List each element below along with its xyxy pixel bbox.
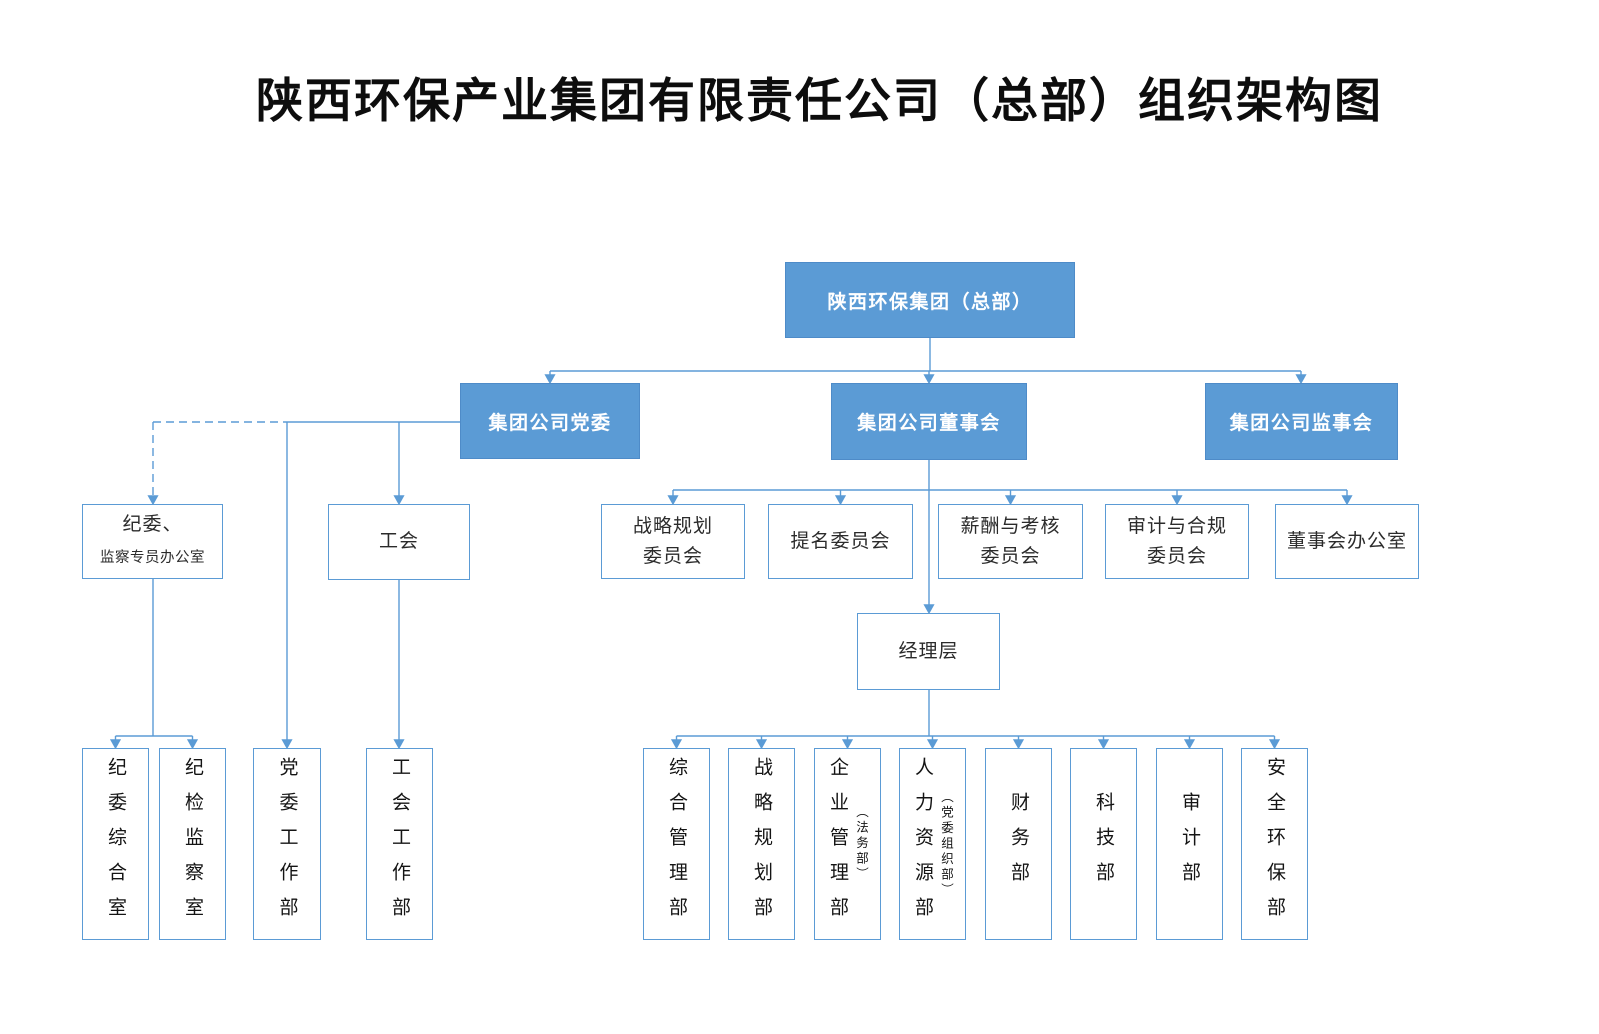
connector-party-branch [147, 421, 460, 750]
org-box-board-office: 董事会办公室 [1275, 504, 1419, 579]
committee-label-line2: 委员会 [1146, 545, 1207, 567]
dept-label: 战略规划部 [751, 756, 772, 932]
committee-label-line1: 提名委员会 [790, 530, 891, 552]
org-box-labor-union: 工会 [328, 504, 470, 580]
discipline-label-line2: 监察专员办公室 [100, 549, 205, 566]
committee-label-line1: 董事会办公室 [1286, 530, 1407, 552]
org-box-discipline-committee: 纪委、 监察专员办公室 [82, 504, 223, 579]
org-box-dept-human-resources: 人力资源部 （党委组织部） [899, 748, 966, 940]
dept-label: 科技部 [1093, 791, 1114, 897]
dept-label: 安全环保部 [1264, 756, 1285, 932]
dept-annotation: （党委组织部） [939, 789, 953, 899]
union-label: 工会 [378, 531, 419, 552]
discipline-label-line1: 纪委、 [122, 514, 183, 536]
org-box-party-committee-label: 集团公司党委 [488, 412, 612, 434]
connector-discipline-children [109, 579, 199, 750]
dept-label: 纪委综合室 [105, 756, 126, 932]
org-box-party-committee: 集团公司党委 [460, 383, 640, 459]
org-box-committee-nomination: 提名委员会 [768, 504, 913, 579]
dept-label: 纪检监察室 [182, 756, 203, 932]
org-box-dept-strategic-planning: 战略规划部 [728, 748, 795, 940]
dept-label: 人力资源部 [912, 756, 933, 932]
dept-label: 审计部 [1179, 791, 1200, 897]
committee-label-line1: 审计与合规 [1126, 515, 1227, 537]
org-box-discipline-inspection-office: 纪检监察室 [159, 748, 226, 940]
dept-label: 党委工作部 [276, 756, 298, 932]
org-box-dept-enterprise-management: 企业管理部 （法务部） [814, 748, 881, 940]
committee-label-line1: 战略规划 [632, 515, 713, 537]
page-title: 陕西环保产业集团有限责任公司（总部）组织架构图 [256, 76, 1383, 128]
dept-label: 工会工作部 [389, 756, 410, 932]
org-box-dept-audit: 审计部 [1156, 748, 1223, 940]
org-box-dept-finance: 财务部 [985, 748, 1052, 940]
management-label: 经理层 [898, 640, 959, 662]
dept-annotation: （法务部） [854, 805, 868, 883]
connector-board-to-committees [667, 460, 1353, 615]
dept-label: 财务部 [1008, 791, 1029, 897]
org-box-committee-strategic-planning: 战略规划 委员会 [601, 504, 745, 579]
committee-label-line1: 薪酬与考核 [960, 515, 1061, 537]
org-box-union-work-dept: 工会工作部 [366, 748, 433, 940]
org-box-dept-science-technology: 科技部 [1070, 748, 1137, 940]
org-box-board-label: 集团公司董事会 [857, 413, 1001, 434]
org-box-discipline-general-office: 纪委综合室 [82, 748, 149, 940]
committee-label-line2: 委员会 [980, 545, 1041, 567]
org-box-committee-compensation-appraisal: 薪酬与考核 委员会 [938, 504, 1083, 579]
org-box-dept-general-management: 综合管理部 [643, 748, 710, 940]
org-box-dept-safety-environment: 安全环保部 [1241, 748, 1308, 940]
org-box-root: 陕西环保集团（总部） [785, 262, 1075, 338]
org-box-committee-audit-compliance: 审计与合规 委员会 [1105, 504, 1249, 579]
org-box-supervisory-board: 集团公司监事会 [1205, 383, 1398, 460]
org-box-supervisory-label: 集团公司监事会 [1229, 413, 1374, 434]
dept-label: 企业管理部 [827, 756, 848, 932]
org-box-management-layer: 经理层 [857, 613, 1000, 690]
connector-management-to-departments [670, 690, 1281, 750]
connector-root-to-level2 [544, 338, 1307, 385]
org-box-root-label: 陕西环保集团（总部） [827, 291, 1033, 313]
org-box-party-work-dept: 党委工作部 [253, 748, 321, 940]
dept-label: 综合管理部 [666, 756, 687, 932]
org-box-board-of-directors: 集团公司董事会 [831, 383, 1027, 460]
committee-label-line2: 委员会 [642, 545, 703, 567]
